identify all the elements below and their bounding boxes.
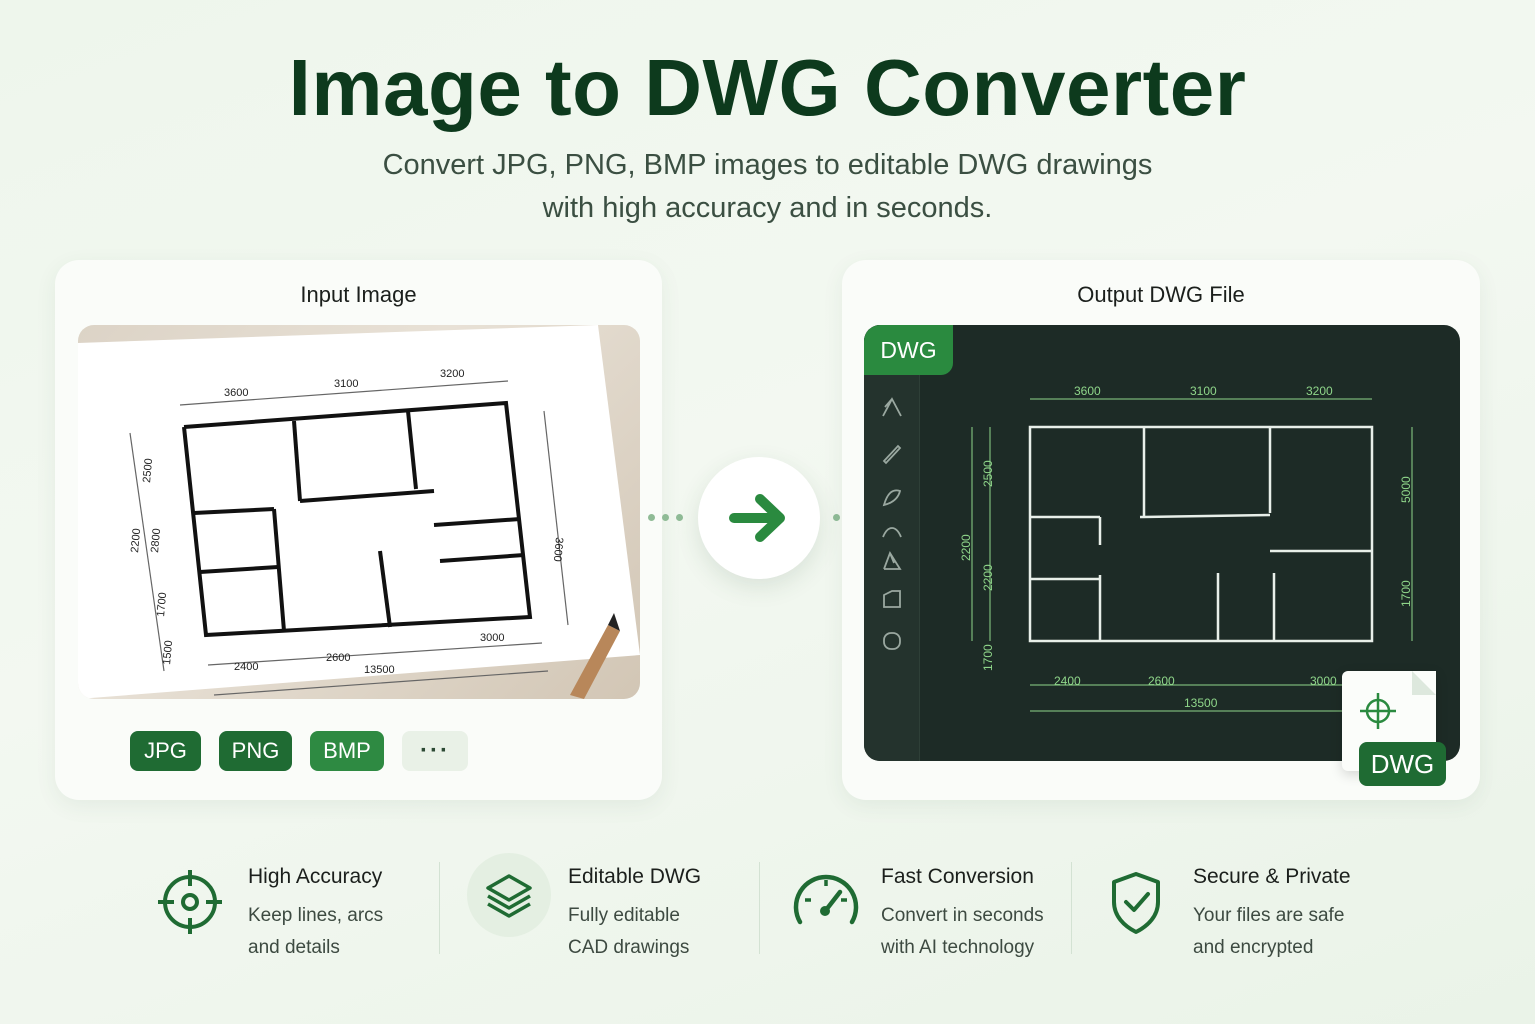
convert-arrow-button[interactable] xyxy=(698,457,820,579)
format-chip-jpg[interactable]: JPG xyxy=(130,731,201,771)
feature-line-1: Your files are safe xyxy=(1193,905,1345,926)
sketch-walls xyxy=(182,400,533,638)
feature-row: High Accuracy Keep lines, arcs and detai… xyxy=(0,850,1535,970)
dwg-tab[interactable]: DWG xyxy=(864,325,953,375)
feature-title: Fast Conversion xyxy=(881,865,1034,888)
feature-editable-dwg: Editable DWG Fully editable CAD drawings xyxy=(466,850,746,970)
cad-dim-bottom-2: 2600 xyxy=(1148,674,1175,688)
feature-title: High Accuracy xyxy=(248,865,383,888)
cad-dim-left-1: 2500 xyxy=(981,460,995,487)
feature-description: Keep lines, arcs and details xyxy=(248,900,383,964)
input-dim-left-4: 1700 xyxy=(155,592,169,617)
input-dim-right: 3600 xyxy=(551,537,565,562)
feature-divider xyxy=(439,862,440,954)
pencil-tool-icon[interactable] xyxy=(880,441,904,465)
feature-line-1: Convert in seconds xyxy=(881,905,1044,926)
cad-dim-left-3: 2200 xyxy=(981,564,995,591)
input-dim-bottom-2: 2600 xyxy=(326,652,350,664)
subtitle-line-1: Convert JPG, PNG, BMP images to editable… xyxy=(382,149,1153,181)
feature-description: Fully editable CAD drawings xyxy=(568,900,689,964)
cad-dimension-lines xyxy=(971,398,1413,712)
feature-line-1: Fully editable xyxy=(568,905,680,926)
input-dim-left-5: 1500 xyxy=(161,640,175,665)
input-panel: Input Image xyxy=(55,260,662,800)
feature-title: Editable DWG xyxy=(568,865,702,888)
layers-icon xyxy=(467,853,551,937)
output-panel: Output DWG File DWG xyxy=(842,260,1480,800)
feature-description: Convert in seconds with AI technology xyxy=(881,900,1044,964)
cad-dim-bottom-3: 3000 xyxy=(1310,674,1337,688)
cad-floor-plan: 3600 3100 3200 2400 2600 3000 13500 2500… xyxy=(959,384,1413,712)
feature-line-2: and details xyxy=(248,937,340,958)
feature-line-2: CAD drawings xyxy=(568,937,690,958)
line-tool-icon[interactable] xyxy=(880,395,904,419)
feature-fast-conversion: Fast Conversion Convert in seconds with … xyxy=(786,850,1066,970)
cad-dim-top-3: 3200 xyxy=(1306,384,1333,398)
input-dim-bottom-3: 3000 xyxy=(480,632,504,644)
polyline-tool-icon[interactable] xyxy=(880,549,904,573)
cad-dim-right-2: 1700 xyxy=(1399,580,1413,607)
feature-divider xyxy=(759,862,760,954)
format-chip-png[interactable]: PNG xyxy=(219,731,292,771)
feature-title: Secure & Private xyxy=(1193,865,1351,888)
crosshair-icon xyxy=(1360,671,1436,729)
cad-dim-right-1: 5000 xyxy=(1399,476,1413,503)
connector-dots-left xyxy=(648,514,683,521)
input-dim-bottom-1: 2400 xyxy=(234,661,258,673)
more-formats-button[interactable]: ··· xyxy=(402,731,468,771)
speedometer-icon xyxy=(793,874,859,925)
input-dim-top-3: 3200 xyxy=(440,368,464,380)
cad-dim-total: 13500 xyxy=(1184,696,1218,710)
feature-description: Your files are safe and encrypted xyxy=(1193,900,1344,964)
input-dim-left-1: 2500 xyxy=(141,458,155,483)
dwg-file-label: DWG xyxy=(1359,742,1446,786)
cad-dim-left-4: 1700 xyxy=(981,644,995,671)
feature-line-2: and encrypted xyxy=(1193,937,1314,958)
input-dim-left-2: 2200 xyxy=(129,528,143,553)
shield-check-icon xyxy=(1112,872,1160,934)
input-dim-left-3: 2800 xyxy=(149,528,163,553)
page-title: Image to DWG Converter xyxy=(288,43,1247,132)
circle-tool-icon[interactable] xyxy=(880,629,904,653)
arrow-right-icon xyxy=(729,494,785,542)
cad-dim-bottom-1: 2400 xyxy=(1054,674,1081,688)
input-dim-top-1: 3600 xyxy=(224,387,248,399)
input-dim-total: 13500 xyxy=(364,664,395,676)
input-panel-title: Input Image xyxy=(300,282,417,307)
feature-line-2: with AI technology xyxy=(881,937,1035,958)
feature-high-accuracy: High Accuracy Keep lines, arcs and detai… xyxy=(150,850,430,970)
paper-floor-plan: 3600 3100 3200 2400 2600 3000 13500 2500… xyxy=(78,325,640,699)
page-subtitle: Convert JPG, PNG, BMP images to editable… xyxy=(0,144,1535,230)
dwg-file-badge[interactable]: DWG xyxy=(1342,671,1446,786)
subtitle-line-2: with high accuracy and in seconds. xyxy=(542,192,993,224)
target-icon xyxy=(158,870,222,934)
feature-secure-private: Secure & Private Your files are safe and… xyxy=(1098,850,1378,970)
cad-dim-top-1: 3600 xyxy=(1074,384,1101,398)
rectangle-tool-icon[interactable] xyxy=(880,587,904,611)
cad-toolbar xyxy=(864,325,920,761)
cad-dim-top-2: 3100 xyxy=(1190,384,1217,398)
arc-tool-icon[interactable] xyxy=(880,521,904,545)
sketch-dimension-lines xyxy=(129,380,569,696)
pencil-icon xyxy=(570,613,620,699)
input-image-preview[interactable]: 3600 3100 3200 2400 2600 3000 13500 2500… xyxy=(78,325,640,699)
format-chips: JPG PNG BMP ··· xyxy=(130,731,468,771)
cad-dim-left-2: 2200 xyxy=(959,534,973,561)
feature-line-1: Keep lines, arcs xyxy=(248,905,384,926)
curve-tool-icon[interactable] xyxy=(880,485,904,509)
paper-sheet xyxy=(78,325,640,699)
input-dim-top-2: 3100 xyxy=(334,378,358,390)
cad-walls xyxy=(1028,425,1374,643)
feature-divider xyxy=(1071,862,1072,954)
output-panel-title: Output DWG File xyxy=(1077,282,1245,307)
format-chip-bmp[interactable]: BMP xyxy=(310,731,384,771)
